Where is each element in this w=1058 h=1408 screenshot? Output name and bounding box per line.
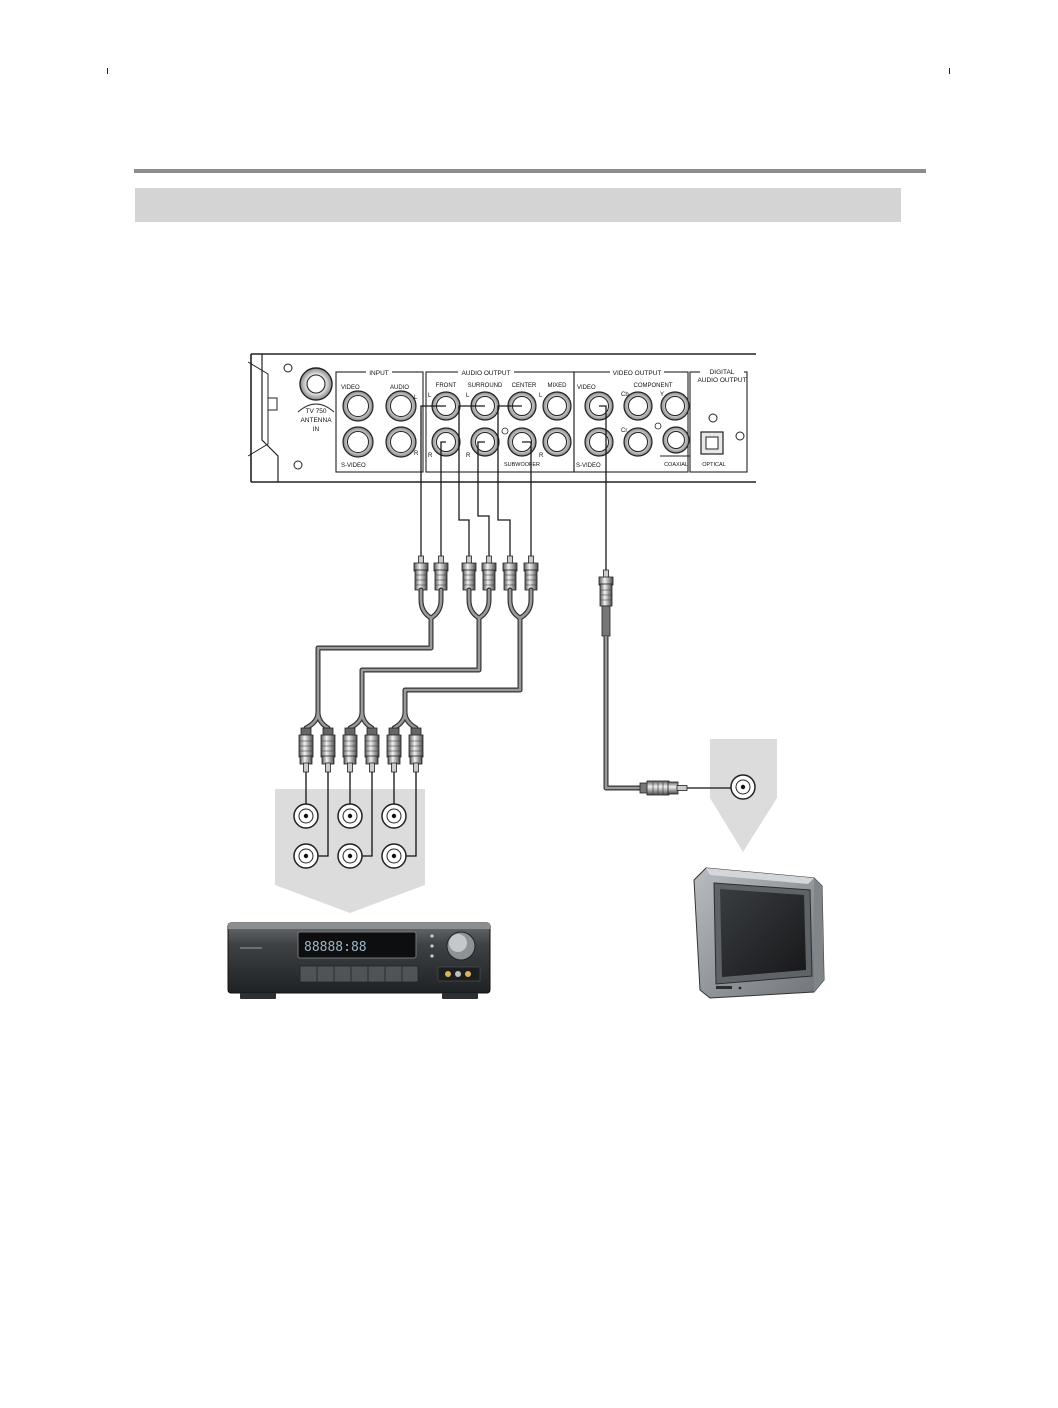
input-audio-r-jack (385, 426, 417, 458)
input-audio-l-jack (385, 390, 417, 422)
rca-plug-receiver-center (386, 727, 402, 773)
front-label: FRONT (436, 383, 457, 389)
receiver-jack-center (381, 803, 407, 829)
digital-output-group-frame (689, 371, 748, 473)
antenna-in-label-2: IN (313, 426, 320, 433)
component-label: COMPONENT (634, 383, 673, 389)
input-audio-l-label: L (414, 395, 418, 401)
antenna-model-label: TV 750 (306, 408, 327, 415)
cb-jack (623, 391, 653, 421)
front-l-label: L (428, 393, 432, 399)
crop-mark-left (107, 68, 108, 74)
rca-plug-front-l (413, 555, 429, 591)
rca-plug-video (598, 569, 614, 637)
receiver-jack-surround-l (337, 803, 363, 829)
digital-label-1: DIGITAL (710, 369, 735, 376)
rca-plug-center (502, 555, 518, 591)
svideo-out-label: S-VIDEO (576, 463, 601, 469)
rca-plug-receiver-surround-r (364, 727, 380, 773)
surround-r-label: R (466, 453, 471, 459)
front-r-label: R (428, 453, 433, 459)
coaxial-label: COAXIAL (664, 462, 688, 468)
crop-mark-right (949, 68, 950, 74)
rca-plug-receiver-front-r (320, 727, 336, 773)
center-label: CENTER (512, 383, 537, 389)
svideo-out-jack (584, 427, 614, 457)
subwoofer-label: SUBWOOFER (504, 462, 540, 468)
receiver-jack-front-l (293, 803, 319, 829)
input-audio-r-label: R (414, 451, 419, 457)
rca-plug-subwoofer (523, 555, 539, 591)
av-receiver: 88888:88 (227, 922, 491, 999)
cr-label: Cr (621, 428, 627, 434)
tv-screen (720, 889, 806, 977)
receiver-jack-front-r (293, 843, 319, 869)
mixed-l-jack (542, 391, 572, 421)
section-title-band (135, 188, 901, 222)
digital-label-2: AUDIO OUTPUT (697, 377, 746, 384)
input-video-label: VIDEO (341, 385, 360, 391)
rca-plug-receiver-subwoofer (408, 727, 424, 773)
optical-label: OPTICAL (702, 462, 726, 468)
mixed-label: MIXED (547, 383, 567, 389)
video-cable (603, 636, 640, 791)
surround-label: SURROUND (468, 383, 503, 389)
mixed-r-label: R (539, 453, 544, 459)
input-svideo-jack (342, 426, 374, 458)
y-jack (660, 391, 690, 421)
video-out-label: VIDEO (577, 385, 596, 391)
cr-jack (623, 427, 653, 457)
input-audio-label: AUDIO (390, 385, 409, 391)
audio-output-group-label: AUDIO OUTPUT (461, 370, 510, 377)
y-label: Y (660, 392, 664, 398)
input-svideo-label: S-VIDEO (341, 463, 366, 469)
receiver-jack-surround-r (337, 843, 363, 869)
rca-plug-surround-r (481, 555, 497, 591)
input-video-jack (342, 390, 374, 422)
coaxial-jack (662, 426, 690, 454)
header-rule (134, 169, 926, 173)
panel-cables (420, 405, 607, 572)
audio-bundle-cables (303, 587, 534, 731)
mixed-r-jack (542, 427, 572, 457)
rca-plug-front-r (433, 555, 449, 591)
rca-plug-receiver-front-l (298, 727, 314, 773)
receiver-display-text: 88888:88 (304, 940, 367, 955)
video-output-group-label: VIDEO OUTPUT (613, 370, 662, 377)
mixed-l-label: L (539, 393, 543, 399)
cb-label: Cb (621, 392, 629, 398)
receiver-jack-subwoofer (381, 843, 407, 869)
rca-plug-surround-l (461, 555, 477, 591)
receiver-display (297, 931, 417, 959)
surround-l-label: L (466, 393, 470, 399)
rca-plug-tv (639, 780, 688, 796)
rca-plug-receiver-surround-l (342, 727, 358, 773)
dvd-rear-panel: TV 750 ANTENNA IN INPUT VIDEO AUDIO L R … (247, 353, 756, 483)
antenna-in-label-1: ANTENNA (300, 417, 332, 424)
television (693, 867, 825, 999)
input-group-label: INPUT (369, 370, 389, 377)
tv-video-in-jack (730, 774, 756, 800)
